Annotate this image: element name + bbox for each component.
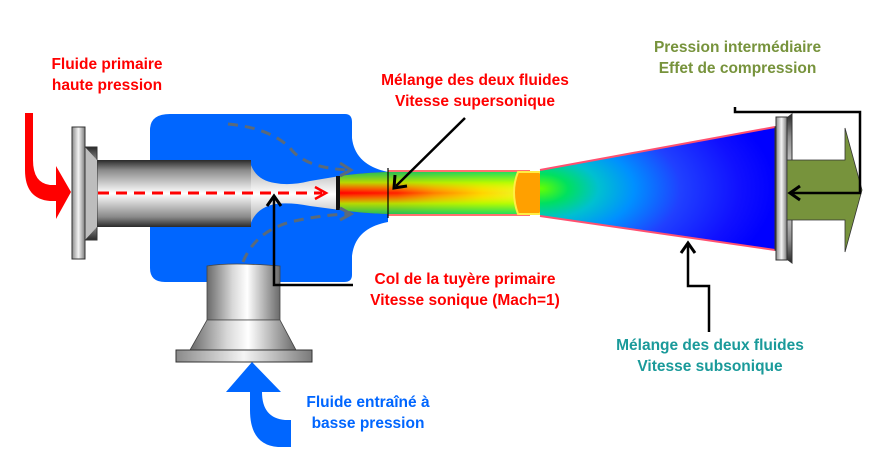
primary-nozzle-exit xyxy=(336,176,340,210)
primary-nozzle-throat xyxy=(250,162,340,226)
label-supersonic-mixing-line1: Mélange des deux fluides xyxy=(381,72,569,89)
label-outlet-pressure: Pression intermédiaire Effet de compress… xyxy=(625,37,850,79)
secondary-pipe xyxy=(206,263,281,321)
label-entrained-fluid-line2: basse pression xyxy=(311,415,425,432)
diffuser-boundary-bottom xyxy=(539,215,776,251)
mixing-zone-edge xyxy=(340,172,530,214)
supersonic-pointer xyxy=(395,117,466,187)
label-primary-fluid-line1: Fluide primaire xyxy=(51,56,163,73)
streamline-top xyxy=(227,122,349,172)
primary-flow-arrowhead xyxy=(314,185,329,201)
label-subsonic-mixing-line2: Vitesse subsonique xyxy=(637,358,783,375)
label-nozzle-throat-line2: Vitesse sonique (Mach=1) xyxy=(370,292,560,309)
outlet-arrow-icon xyxy=(786,127,863,253)
diffuser-boundary-top xyxy=(539,126,776,171)
streamline-top-arrowhead xyxy=(339,161,354,178)
primary-flange xyxy=(71,126,86,260)
label-entrained-fluid: Fluide entraîné à basse pression xyxy=(288,392,448,434)
label-outlet-pressure-line1: Pression intermédiaire xyxy=(653,39,822,56)
primary-pipe-cone-flare xyxy=(85,147,97,240)
secondary-flange xyxy=(175,349,313,363)
label-supersonic-mixing-line2: Vitesse supersonique xyxy=(395,93,555,110)
secondary-pipe-cone xyxy=(189,319,297,351)
label-entrained-fluid-line1: Fluide entraîné à xyxy=(306,394,430,411)
label-primary-fluid-line2: haute pression xyxy=(51,77,163,94)
throat-pointer xyxy=(272,198,353,287)
subsonic-pointer-head xyxy=(679,240,697,254)
label-nozzle-throat: Col de la tuyère primaire Vitesse soniqu… xyxy=(345,269,585,311)
outlet-flange xyxy=(775,116,788,261)
streamline-bottom xyxy=(241,212,349,263)
primary-inlet-arrow-icon xyxy=(25,113,71,219)
label-nozzle-throat-line1: Col de la tuyère primaire xyxy=(374,271,556,288)
entrained-inlet-arrow-icon xyxy=(226,362,291,447)
supersonic-pointer-head xyxy=(392,174,408,190)
throat-pointer-head xyxy=(265,193,283,207)
label-outlet-pressure-line2: Effet de compression xyxy=(658,60,817,77)
outlet-pointer-head xyxy=(787,184,801,202)
label-subsonic-mixing-line1: Mélange des deux fluides xyxy=(616,337,804,354)
streamline-bottom-arrowhead xyxy=(339,206,355,222)
subsonic-pointer xyxy=(686,245,711,332)
label-subsonic-mixing: Mélange des deux fluides Vitesse subsoni… xyxy=(590,335,830,377)
label-supersonic-mixing: Mélange des deux fluides Vitesse superso… xyxy=(345,70,605,112)
outlet-pointer xyxy=(733,107,862,195)
label-primary-fluid: Fluide primaire haute pression xyxy=(22,54,192,96)
diffuser xyxy=(540,127,775,250)
